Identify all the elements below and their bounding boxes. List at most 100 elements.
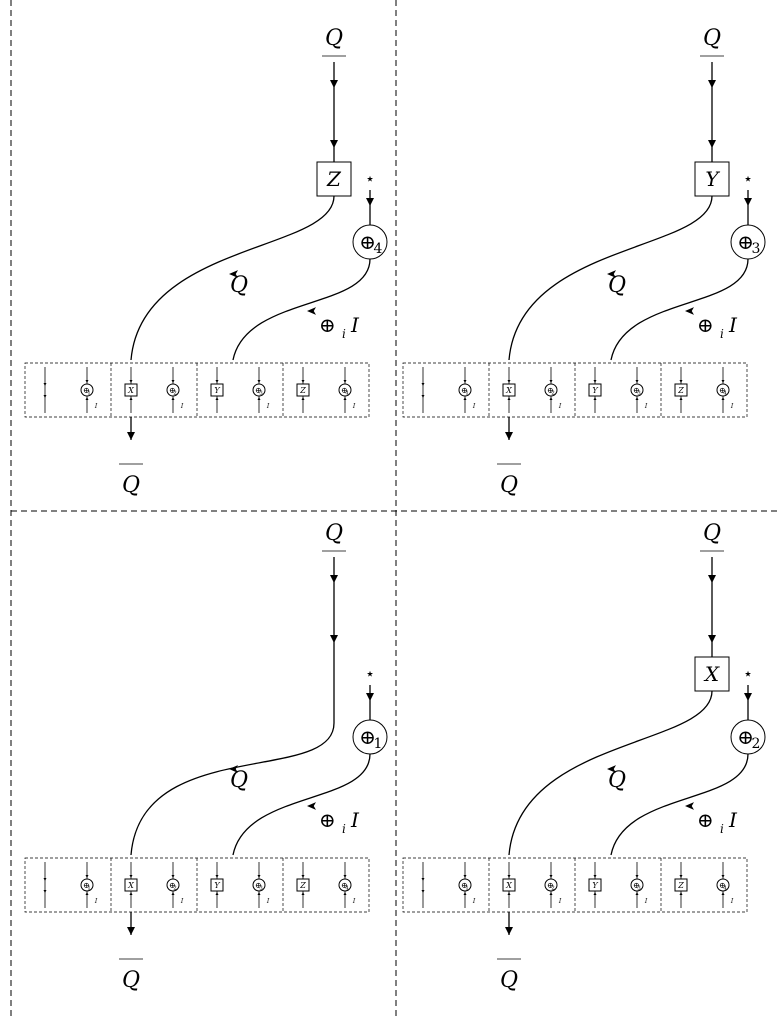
oplus-glyph: ⊕ (697, 313, 714, 337)
strip-cell-2: X⊕2I (502, 862, 562, 908)
oplus-symbol: ⊕ (547, 881, 554, 890)
arrowhead-left (307, 307, 316, 315)
oplus-index: 4 (345, 885, 349, 891)
strip-cell-2: X⊕2I (124, 862, 184, 908)
strip-gate-label: Z (299, 881, 306, 890)
q-curve-label: Q (230, 273, 248, 298)
arrowhead-down (505, 927, 513, 935)
gate-label: Y (705, 167, 720, 191)
star-symbol: ⋆ (743, 664, 753, 683)
strip-gate-box (296, 383, 310, 397)
arrowhead-up (549, 892, 553, 895)
arrowhead-down (343, 875, 347, 878)
arrowhead-down (43, 395, 47, 398)
strip-oplus: ⊕2 (544, 878, 558, 892)
strip-cell-2: X⊕2I (124, 367, 184, 413)
arrowhead-left (229, 765, 238, 773)
strip-oplus: ⊕1 (458, 383, 472, 397)
gate-label: X (703, 662, 720, 686)
strip-gate-box (588, 878, 602, 892)
strip-gate-box (674, 878, 688, 892)
arrowhead-up (215, 397, 219, 400)
strip-sub-label: I (352, 898, 356, 905)
strip-oplus: ⊕1 (458, 878, 472, 892)
strip-cell-1: ⊕1I (421, 862, 476, 908)
arrowhead-up (85, 397, 89, 400)
arrowhead-down (257, 380, 261, 383)
register-strip: ⊕1IX⊕2IY⊕3IZ⊕4I (402, 362, 748, 418)
strip-cell-4: Z⊕4I (674, 862, 734, 908)
strip-cell-1: ⊕1I (43, 862, 98, 908)
oplus-circle (630, 383, 644, 397)
q-output-label: Q (500, 968, 518, 993)
arrowhead-up (171, 397, 175, 400)
oplus-index: 1 (465, 885, 469, 891)
strip-sub-label: I (352, 403, 356, 410)
oplus-glyph: ⊕ (319, 808, 336, 832)
arrowhead-down (330, 140, 338, 148)
strip-gate-label: Z (677, 386, 684, 395)
arrowhead-up (257, 397, 261, 400)
arrowhead-down (343, 380, 347, 383)
oplus-index: 4 (723, 885, 727, 891)
strip-gate-box (588, 383, 602, 397)
star-symbol: ⋆ (743, 169, 753, 188)
strip-gate-label: Z (299, 386, 306, 395)
strip-gate-box (674, 383, 688, 397)
strip-sub-label: I (644, 403, 648, 410)
q-output-label: Q (122, 473, 140, 498)
cap-I: I (728, 808, 738, 832)
arrowhead-left (607, 765, 616, 773)
strip-gate-label: X (127, 881, 134, 890)
strip-gate-label: Y (592, 881, 598, 890)
oplus-symbol: ⊕ (633, 881, 640, 890)
oplus-symbol: ⊕ (341, 386, 348, 395)
arrowhead-down (593, 875, 597, 878)
strip-sub-label: I (94, 898, 98, 905)
strip-sub-label: I (180, 898, 184, 905)
cap-I: I (728, 313, 738, 337)
q-input-label: Q (703, 26, 721, 51)
oplus-symbol: ⊕ (83, 881, 90, 890)
strip-sub-label: I (644, 898, 648, 905)
arrowhead-down (129, 875, 133, 878)
strip-gate-label: X (127, 386, 134, 395)
arrowhead-left (607, 270, 616, 278)
q-curve (508, 195, 713, 361)
oplus-node: ⊕1 (352, 719, 388, 755)
strip-sub-label: I (266, 403, 270, 410)
arrowhead-down (635, 875, 639, 878)
arrowhead-up (635, 892, 639, 895)
arrowhead-left (685, 802, 694, 810)
arrowhead-up (257, 892, 261, 895)
oplus-index: 3 (637, 390, 641, 396)
oplus-circle (252, 383, 266, 397)
strip-cell-3: Y⊕3I (588, 367, 648, 413)
oplus-circle (630, 878, 644, 892)
strip-sub-label: I (558, 403, 562, 410)
oplus-index: 4 (374, 241, 383, 257)
arrowhead-up (721, 397, 725, 400)
strip-oplus: ⊕4 (716, 878, 730, 892)
arrowhead-down (85, 380, 89, 383)
strip-oplus: ⊕3 (630, 878, 644, 892)
q-curve-label: Q (230, 768, 248, 793)
strip-sub-label: I (730, 403, 734, 410)
oplus-circle (716, 878, 730, 892)
oplus-glyph: ⊕ (697, 808, 714, 832)
oplus-circle (544, 383, 558, 397)
arrowhead-down (215, 380, 219, 383)
strip-oplus: ⊕3 (252, 383, 266, 397)
strip-oplus: ⊕3 (630, 383, 644, 397)
oplus-symbol: ⊕ (547, 386, 554, 395)
strip-oplus: ⊕3 (252, 878, 266, 892)
q-curve (130, 195, 335, 361)
arrowhead-down (635, 380, 639, 383)
arrowhead-down (708, 140, 716, 148)
oplus-symbol: ⊕ (719, 386, 726, 395)
strip-cell-3: Y ⊕3I (588, 862, 648, 908)
strip-sub-label: I (730, 898, 734, 905)
